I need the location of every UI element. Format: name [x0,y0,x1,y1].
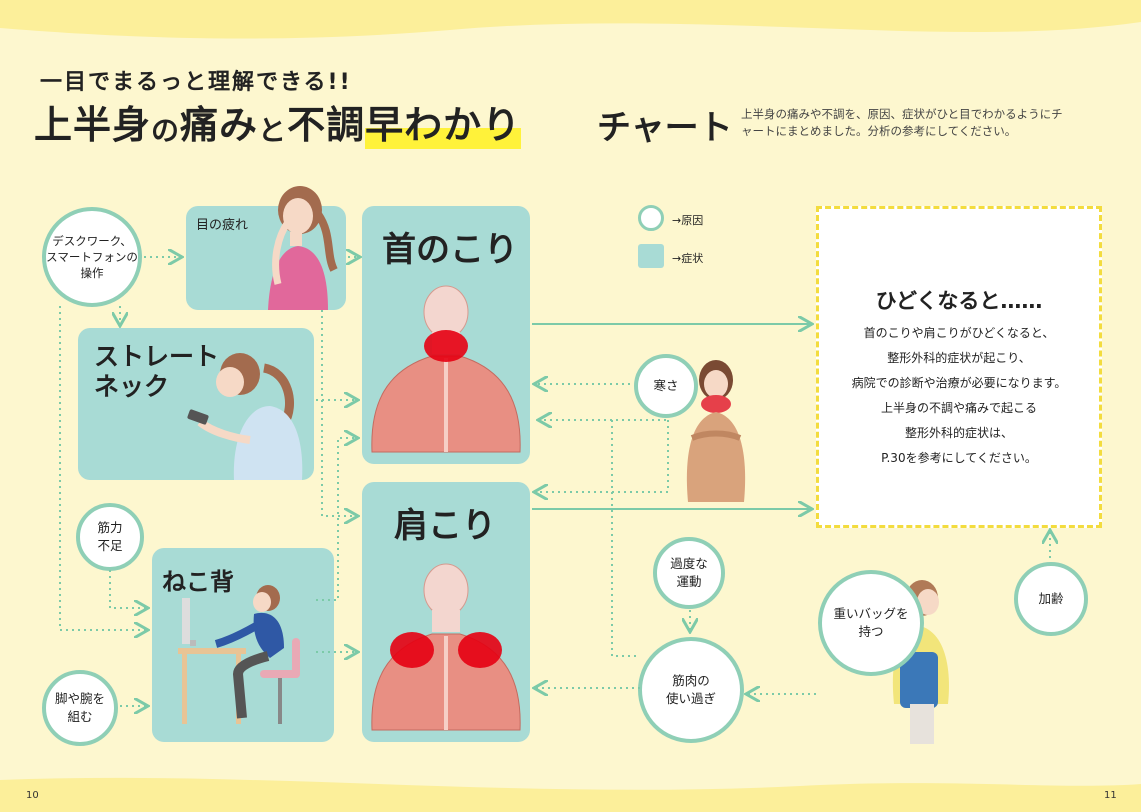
page-kicker: 一目でまるっと理解できる!! [40,70,352,95]
cause-muscle-overuse: 筋肉の 使い過ぎ [638,637,744,743]
legend-symptom-box [638,244,664,268]
symptom-label-hunchback: ねこ背 [162,568,234,596]
woman-eye-strain-illustration [268,186,338,310]
cause-muscle-weakness: 筋力 不足 [76,503,144,571]
cause-desk-work: デスクワーク、 スマートフォンの 操作 [42,207,142,307]
title-discomfort: 不調 [287,103,366,147]
title-particle-to: と [258,114,288,147]
woman-cold-illustration [686,360,746,502]
page-number-right: 11 [1104,790,1117,801]
woman-phone-illustration [187,353,303,480]
cause-cross-legs: 脚や腕を 組む [42,670,118,746]
legend-symptom-label: →症状 [672,252,704,265]
symptom-box-shoulder-stiffness [362,482,530,742]
cause-heavy-bag: 重いバッグを 持つ [818,570,924,676]
woman-desk-illustration [178,585,300,724]
symptom-box-straight-neck [78,328,314,480]
neck-muscle-illustration [371,285,521,453]
note-title: ひどくなると…… [875,289,1043,313]
symptom-label-shoulder-stiffness: 肩こり [394,506,496,546]
shoulder-muscle-illustration [371,563,521,731]
cause-cold: 寒さ [634,354,698,418]
symptom-label-straight-neck: ストレート ネック [94,342,220,401]
symptom-label-neck-stiffness: 首のこり [382,230,518,270]
legend-cause-circle [638,205,664,231]
legend-cause-label: →原因 [672,214,704,227]
intro-text: 上半身の痛みや不調を、原因、症状がひと目でわかるようにチャートにまとめました。分… [741,107,1063,138]
page-title: 上半身の痛みと不調早わかり [34,94,522,149]
symptom-label-eye-strain: 目の疲れ [196,218,249,233]
title-upper-body: 上半身 [34,103,152,147]
cause-excess-exercise: 過度な 運動 [653,537,725,609]
symptom-box-neck-stiffness [362,206,530,464]
note-body: 首のこりや肩こりがひどくなると、 整形外科的症状が起こり、 病院での診断や治療が… [851,326,1067,465]
cause-aging: 加齢 [1014,562,1088,636]
symptom-box-eye-strain [186,186,346,310]
woman-bag-illustration [892,580,949,744]
title-particle-no: の [151,114,181,147]
symptom-box-hunchback [152,548,334,742]
title-chart-word: チャート [597,108,733,148]
title-pain: 痛み [180,103,259,147]
title-highlight: 早わかり [365,94,522,149]
severity-note-box: ひどくなると…… 首のこりや肩こりがひどくなると、 整形外科的症状が起こり、 病… [816,206,1102,528]
page-number-left: 10 [26,790,39,801]
